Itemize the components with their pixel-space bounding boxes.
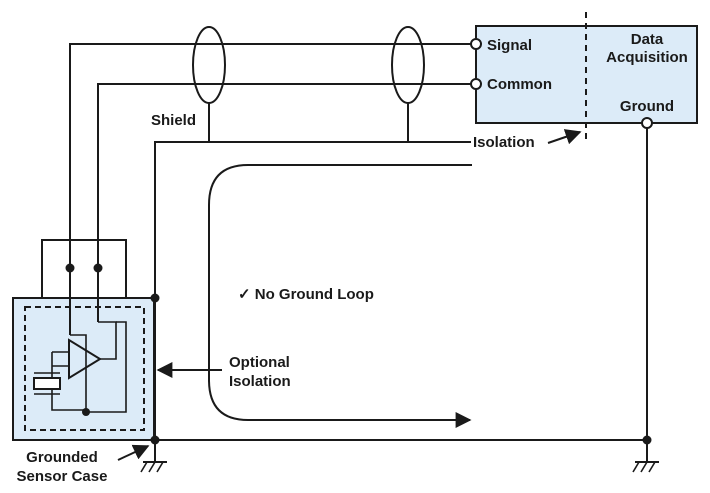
amp-output-wire [98, 321, 117, 360]
sensor-inner-dashed-box [24, 306, 145, 431]
junction-dot-common [93, 263, 103, 273]
amplifier-icon [68, 338, 102, 380]
ground-return-wire [154, 128, 648, 441]
isolation-label: Isolation [473, 134, 535, 151]
daq-title-line2: Acquisition [606, 49, 688, 66]
amp-junction-dot [82, 408, 90, 416]
daq-title-line1: Data [631, 31, 664, 48]
shield-loop-right [391, 26, 425, 104]
amp-signal-wire [70, 334, 87, 412]
amp-sensor-lead [51, 352, 86, 411]
ground-symbol-sensor [140, 440, 167, 473]
sensor-case-label-line1: Grounded [26, 449, 98, 466]
ground-terminal[interactable] [641, 117, 653, 129]
common-wire [97, 83, 472, 322]
junction-dot-shield [150, 293, 160, 303]
shield-drain-wire [154, 141, 471, 298]
optional-isolation-label-line1: Optional [229, 354, 290, 371]
sensor-case-pointer-arrow [117, 444, 150, 461]
signal-wire [69, 43, 472, 335]
isolation-pointer-arrow [547, 129, 582, 145]
signal-label: Signal [487, 37, 532, 54]
junction-dot-signal [65, 263, 75, 273]
optional-isolation-label-line2: Isolation [229, 373, 291, 390]
sensor-case-label-line2: Sensor Case [17, 468, 108, 485]
connector-bracket [41, 239, 127, 298]
crystal-element-icon [33, 377, 61, 390]
no-ground-loop-label: ✓ No Ground Loop [238, 286, 374, 303]
shield-loop-left [192, 26, 226, 104]
common-label: Common [487, 76, 552, 93]
ground-symbol-daq [632, 440, 659, 473]
common-terminal[interactable] [470, 78, 482, 90]
current-path-arrow [208, 164, 472, 428]
ground-label: Ground [620, 98, 674, 115]
data-acquisition-box [475, 25, 698, 124]
signal-terminal[interactable] [470, 38, 482, 50]
shield-label: Shield [151, 112, 196, 129]
amp-common-wire [86, 321, 127, 413]
